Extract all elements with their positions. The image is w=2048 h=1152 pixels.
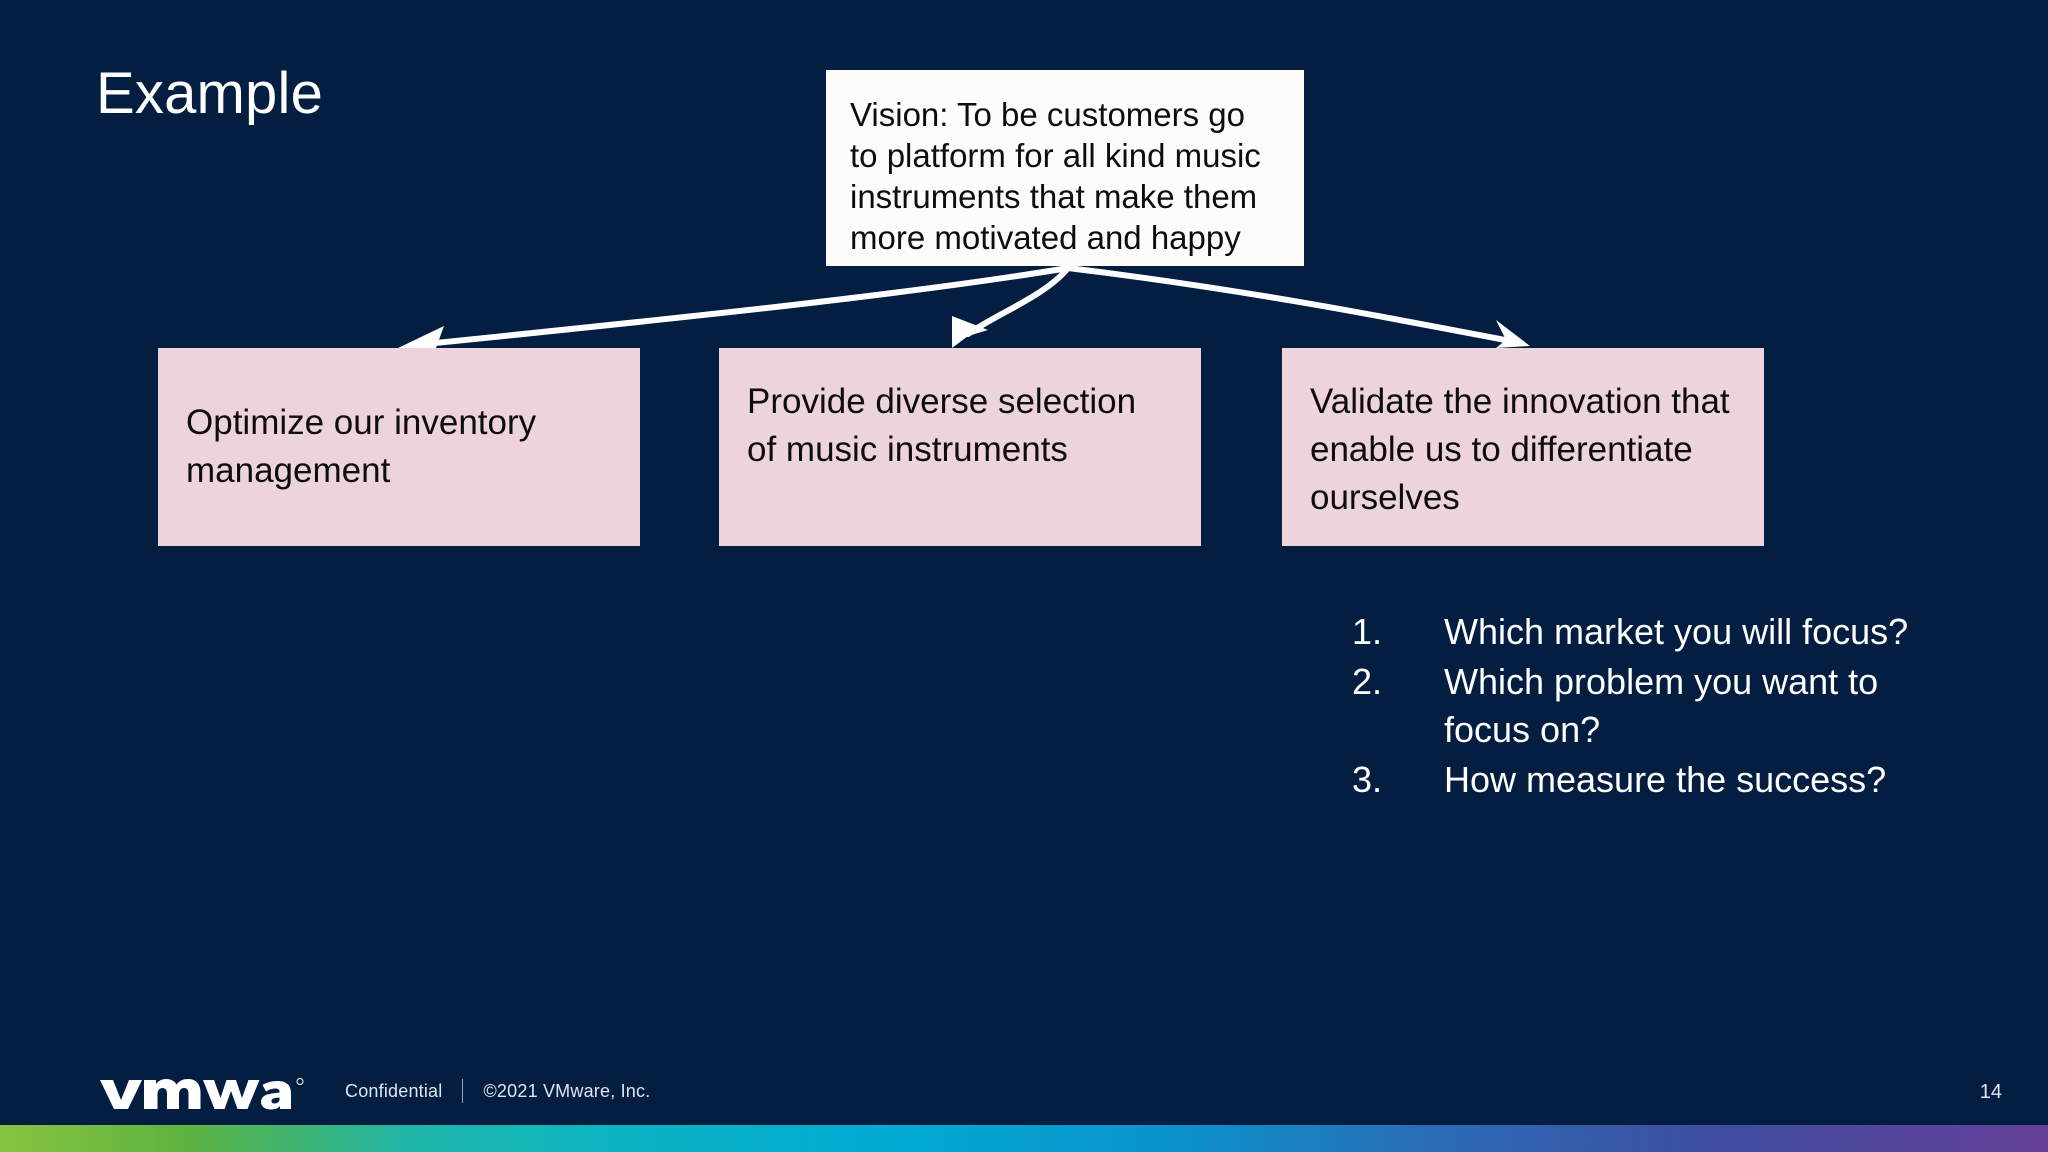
objective-box-3-text: Validate the innovation that enable us t… [1310,382,1730,517]
question-item-2: 2. Which problem you want to focus on? [1304,658,1964,754]
questions-list: 1. Which market you will focus? 2. Which… [1304,608,1964,806]
objective-box-1-text: Optimize our inventory management [186,403,537,490]
objective-box-3: Validate the innovation that enable us t… [1282,348,1764,546]
footer-divider [462,1079,464,1103]
confidential-label: Confidential [345,1081,443,1101]
arrow-head-right [1496,320,1530,348]
arrow-line-middle [965,265,1071,337]
question-text-3: How measure the success? [1444,759,1887,800]
brand-gradient-bar [0,1125,2048,1152]
vmware-logo-icon [100,1078,304,1110]
vision-line-3: instruments that make them [850,178,1258,215]
question-text-1: Which market you will focus? [1444,611,1909,652]
question-number-1: 1. [1351,611,1382,652]
question-item-3: 3. How measure the success? [1304,756,1964,804]
arrow-line-right [1065,265,1508,343]
question-number-3: 3. [1351,759,1382,800]
page-number: 14 [1979,1081,2002,1103]
objective-box-2: Provide diverse selection of music instr… [719,348,1201,546]
objective-box-2-text: Provide diverse selection of music instr… [747,382,1137,469]
question-number-2: 2. [1351,661,1382,702]
copyright-label: ©2021 VMware, Inc. [483,1081,651,1101]
question-item-1: 1. Which market you will focus? [1304,608,1964,656]
slide-footer: Confidential ©2021 VMware, Inc. 14 [0,1043,2048,1125]
vision-line-1: Vision: To be customers go [850,96,1246,133]
vision-line-2: to platform for all kind music [850,137,1261,174]
arrow-line-left [423,265,1071,347]
objective-box-1: Optimize our inventory management [158,348,640,546]
page-title: Example [96,61,324,126]
arrow-head-middle [952,316,988,348]
vision-box: Vision: To be customers go to platform f… [826,70,1304,266]
question-text-2: Which problem you want to focus on? [1444,661,1879,750]
footer-meta: Confidential ©2021 VMware, Inc. [345,1079,650,1103]
vision-line-4: more motivated and happy [850,219,1241,256]
